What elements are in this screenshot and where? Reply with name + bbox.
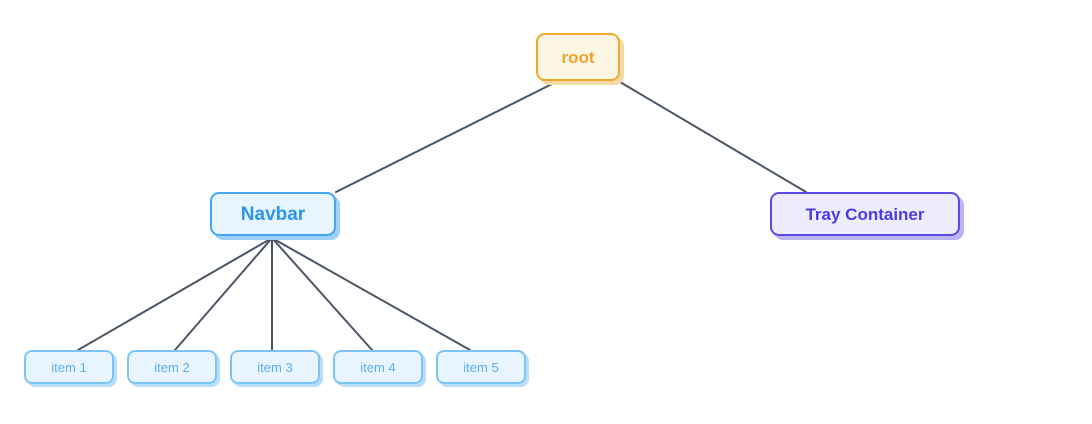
node-item-4-label: item 4 <box>360 359 396 375</box>
node-navbar-label: Navbar <box>240 203 306 225</box>
node-item-2-label: item 2 <box>154 359 190 375</box>
node-item-5-label: item 5 <box>463 359 499 375</box>
node-root-label: root <box>561 47 595 67</box>
node-tray-container-label: Tray Container <box>805 204 925 224</box>
node-item-1-label: item 1 <box>51 359 87 375</box>
edge-navbar-to-item4 <box>271 237 373 351</box>
node-item-3[interactable]: item 3 <box>230 350 320 384</box>
node-tray-container[interactable]: Tray Container <box>770 192 960 236</box>
node-root[interactable]: root <box>536 33 620 81</box>
node-item-1[interactable]: item 1 <box>24 350 114 384</box>
node-item-3-label: item 3 <box>257 359 293 375</box>
edge-root-to-navbar <box>335 81 557 193</box>
edge-navbar-to-item5 <box>271 237 471 351</box>
node-item-4[interactable]: item 4 <box>333 350 423 384</box>
node-navbar[interactable]: Navbar <box>210 192 336 236</box>
node-item-5[interactable]: item 5 <box>436 350 526 384</box>
node-item-2[interactable]: item 2 <box>127 350 217 384</box>
edge-navbar-to-item1 <box>77 237 273 351</box>
edge-root-to-tray <box>619 81 807 193</box>
edge-navbar-to-item2 <box>174 237 273 351</box>
